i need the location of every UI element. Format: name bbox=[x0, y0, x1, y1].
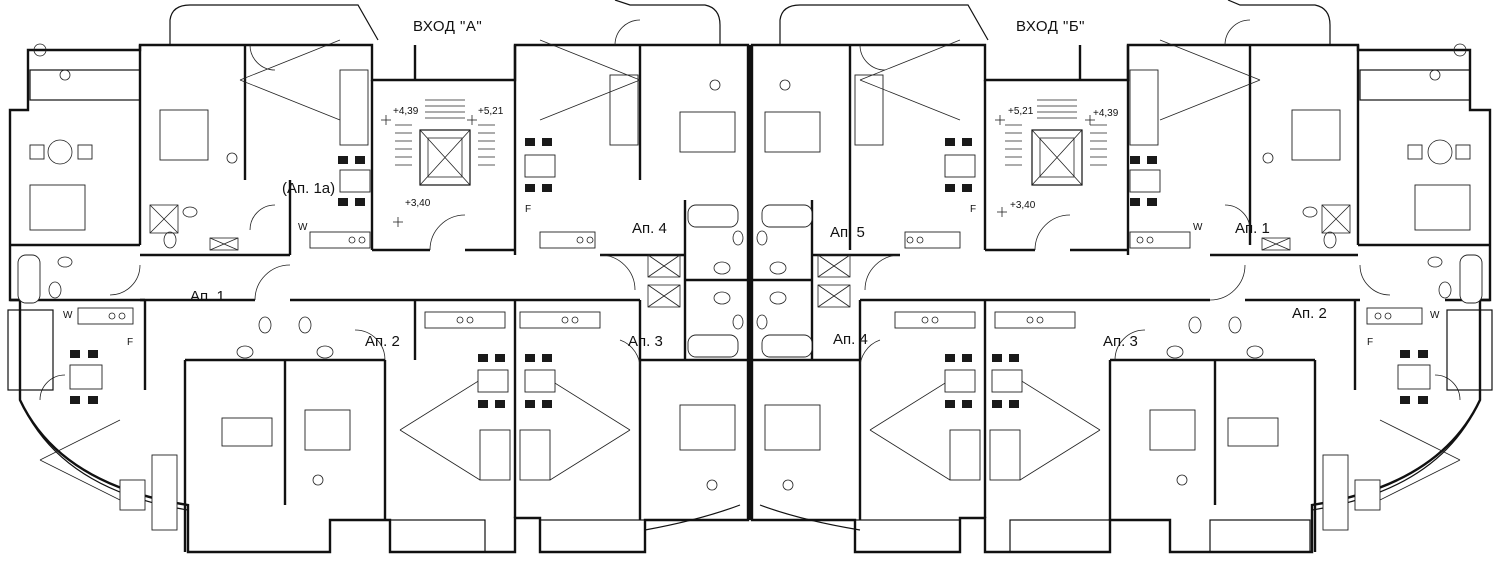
apartment-label-b-5: Ап. 5 bbox=[830, 224, 865, 241]
level-marks: +4,39 +5,21 +3,40 +5,21 +4,39 +3,40 bbox=[381, 106, 1119, 227]
apartment-label-b-4: Ап. 4 bbox=[833, 331, 868, 348]
entrance-label-a: ВХОД "А" bbox=[413, 18, 482, 35]
fridge-mark: F bbox=[127, 337, 133, 348]
interior-walls-right bbox=[752, 45, 1490, 552]
top-bays bbox=[33, 0, 1467, 57]
apartment-label-a-1: Ап. 1 bbox=[190, 288, 225, 305]
fridge-mark: F bbox=[1367, 337, 1373, 348]
level-mark-a-340: +3,40 bbox=[405, 198, 431, 209]
bathrooms bbox=[17, 204, 1483, 359]
apartment-label-a-2: Ап. 2 bbox=[365, 333, 400, 350]
apartment-label-b-1: Ап. 1 bbox=[1235, 220, 1270, 237]
stairwell-b bbox=[1005, 99, 1107, 186]
level-mark-b-340: +3,40 bbox=[1010, 200, 1036, 211]
corner-lounges bbox=[7, 69, 1493, 491]
washer-mark: W bbox=[63, 310, 73, 321]
washer-mark: W bbox=[1193, 222, 1203, 233]
beds bbox=[29, 109, 1471, 451]
washer-mark: W bbox=[298, 222, 308, 233]
level-mark-a-521: +5,21 bbox=[478, 106, 504, 117]
kitchen-counters bbox=[77, 231, 1423, 329]
apartment-label-a-3: Ап. 3 bbox=[628, 333, 663, 350]
entrance-label-b: ВХОД "Б" bbox=[1016, 18, 1085, 35]
interior-walls-left bbox=[10, 45, 748, 552]
apartment-label-a-1a: (Ап. 1а) bbox=[282, 180, 335, 197]
apartment-labels: Ап. 1 (Ап. 1а) Ап. 2 Ап. 3 Ап. 4 Ап. 5 А… bbox=[190, 180, 1327, 350]
building-outline bbox=[8, 43, 1492, 554]
washer-mark: W bbox=[1430, 310, 1440, 321]
dining-sets bbox=[69, 138, 1431, 408]
fridge-mark: F bbox=[970, 204, 976, 215]
bottom-balconies bbox=[19, 399, 1481, 553]
sofas bbox=[39, 39, 1461, 531]
level-mark-b-439: +4,39 bbox=[1093, 108, 1119, 119]
apartment-label-b-3: Ап. 3 bbox=[1103, 333, 1138, 350]
fridge-mark: F bbox=[525, 204, 531, 215]
apartment-label-a-4: Ап. 4 bbox=[632, 220, 667, 237]
apartment-label-b-2: Ап. 2 bbox=[1292, 305, 1327, 322]
entrance-labels: ВХОД "А" ВХОД "Б" bbox=[413, 18, 1085, 35]
fixture-marks: W W W W F F F F bbox=[63, 204, 1440, 348]
doors bbox=[39, 19, 1461, 401]
stairwell-a bbox=[395, 99, 495, 186]
level-mark-a-439: +4,39 bbox=[393, 106, 419, 117]
level-mark-b-521: +5,21 bbox=[1008, 106, 1034, 117]
